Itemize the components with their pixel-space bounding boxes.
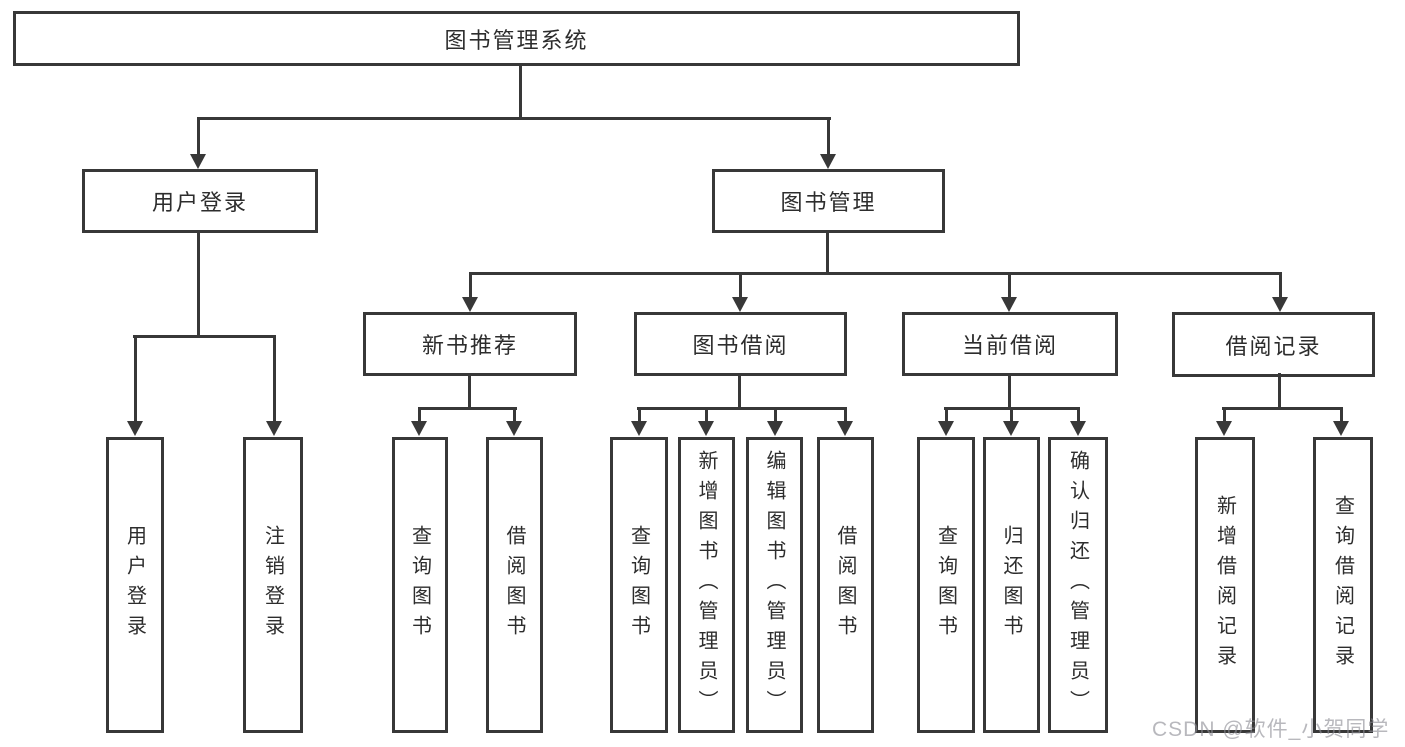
arrow-down-icon bbox=[1272, 274, 1289, 312]
arrow-down-icon bbox=[820, 119, 837, 169]
arrow-down-icon bbox=[411, 409, 428, 436]
connector-user-login-stem bbox=[197, 230, 200, 337]
arrow-down-icon bbox=[127, 336, 144, 436]
connector-recommend-stem bbox=[468, 373, 471, 410]
arrow-down-icon bbox=[462, 274, 479, 312]
arrow-down-icon bbox=[506, 409, 523, 436]
connector-book-mgmt-stem bbox=[826, 230, 829, 275]
arrow-down-icon bbox=[1333, 409, 1350, 436]
node-label: 注销登录 bbox=[261, 525, 284, 645]
node-label: 新书推荐 bbox=[421, 333, 518, 358]
connector-records-stem bbox=[1278, 373, 1281, 410]
node-user-login: 用户登录 bbox=[82, 169, 318, 233]
node-label: 查询图书 bbox=[934, 525, 957, 645]
node-label: 借阅记录 bbox=[1225, 333, 1322, 359]
node-label: 查询图书 bbox=[627, 525, 650, 645]
arrow-down-icon bbox=[631, 409, 648, 436]
leaf-return-books: 归还图书 bbox=[983, 437, 1040, 733]
leaf-edit-books-admin: 编辑图书（管理员） bbox=[746, 437, 803, 733]
leaf-borrow-books-recommend: 借阅图书 bbox=[486, 437, 543, 733]
node-label: 图书借阅 bbox=[692, 333, 789, 358]
arrow-down-icon bbox=[732, 274, 749, 312]
node-label: 用户登录 bbox=[151, 190, 248, 215]
node-label: 用户登录 bbox=[123, 525, 146, 645]
arrow-down-icon bbox=[1003, 409, 1020, 436]
arrow-down-icon bbox=[837, 409, 854, 436]
node-label: 归还图书 bbox=[1000, 525, 1022, 645]
connector-borrow-rail bbox=[637, 407, 847, 410]
connector-current-rail bbox=[944, 407, 1080, 410]
arrow-down-icon bbox=[698, 409, 715, 436]
connector-trunk bbox=[519, 63, 522, 119]
connector-user-login-rail bbox=[133, 335, 276, 338]
leaf-query-books-borrow: 查询图书 bbox=[610, 437, 668, 733]
node-book-management: 图书管理 bbox=[712, 169, 945, 233]
leaf-user-login: 用户登录 bbox=[106, 437, 164, 733]
connector-level2-rail bbox=[197, 117, 831, 120]
connector-current-stem bbox=[1008, 373, 1011, 410]
node-book-borrow: 图书借阅 bbox=[634, 312, 847, 376]
arrow-down-icon bbox=[266, 336, 283, 436]
leaf-confirm-return-admin: 确认归还（管理员） bbox=[1048, 437, 1108, 733]
node-label: 查询图书 bbox=[408, 525, 431, 645]
leaf-query-borrow-record: 查询借阅记录 bbox=[1313, 437, 1373, 733]
node-library-system: 图书管理系统 bbox=[13, 11, 1020, 66]
node-label: 当前借阅 bbox=[961, 333, 1058, 358]
arrow-down-icon bbox=[938, 409, 955, 436]
arrow-down-icon bbox=[1001, 274, 1018, 312]
connector-records-rail bbox=[1222, 407, 1343, 410]
node-current-borrow: 当前借阅 bbox=[902, 312, 1118, 376]
node-label: 图书管理系统 bbox=[444, 27, 589, 53]
node-label: 新增图书（管理员） bbox=[695, 450, 717, 720]
node-new-book-recommend: 新书推荐 bbox=[363, 312, 577, 376]
leaf-query-books-current: 查询图书 bbox=[917, 437, 975, 733]
leaf-add-borrow-record: 新增借阅记录 bbox=[1195, 437, 1255, 733]
node-label: 新增借阅记录 bbox=[1213, 495, 1236, 675]
node-label: 借阅图书 bbox=[834, 525, 856, 645]
csdn-watermark: CSDN @软件_小贺同学 bbox=[1152, 718, 1390, 741]
node-borrow-records: 借阅记录 bbox=[1172, 312, 1375, 377]
arrow-down-icon bbox=[1070, 409, 1087, 436]
connector-recommend-rail bbox=[418, 407, 517, 410]
node-label: 借阅图书 bbox=[503, 525, 525, 645]
connector-level3-rail bbox=[469, 272, 1282, 275]
leaf-logout: 注销登录 bbox=[243, 437, 303, 733]
arrow-down-icon bbox=[767, 409, 784, 436]
node-label: 图书管理 bbox=[780, 190, 877, 215]
node-label: 确认归还（管理员） bbox=[1066, 450, 1089, 720]
arrow-down-icon bbox=[1216, 409, 1233, 436]
connector-borrow-stem bbox=[738, 373, 741, 410]
arrow-down-icon bbox=[190, 119, 207, 169]
leaf-query-books-recommend: 查询图书 bbox=[392, 437, 448, 733]
leaf-add-books-admin: 新增图书（管理员） bbox=[678, 437, 735, 733]
node-label: 查询借阅记录 bbox=[1331, 495, 1354, 675]
node-label: 编辑图书（管理员） bbox=[763, 450, 785, 720]
leaf-borrow-books: 借阅图书 bbox=[817, 437, 874, 733]
